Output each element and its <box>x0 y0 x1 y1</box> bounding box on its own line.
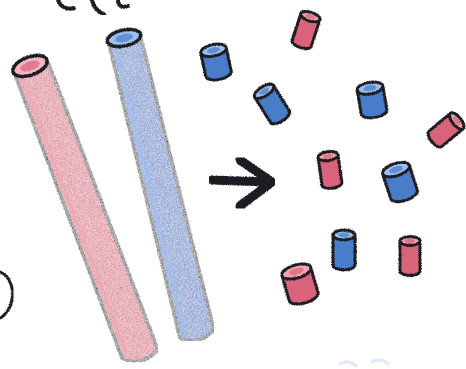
edge-doodle-top <box>56 0 130 16</box>
crayon-smudge <box>338 358 390 368</box>
tube-piece-blue <box>355 80 389 120</box>
tube-piece-red <box>426 111 466 149</box>
tube-piece-red <box>290 9 322 50</box>
tube-piece-blue <box>199 42 233 82</box>
tube-piece-blue <box>331 228 357 272</box>
right-arrow-icon <box>207 155 277 211</box>
tube-piece-red <box>398 235 422 277</box>
tube-piece-red <box>316 150 344 190</box>
tube-piece-blue <box>381 160 419 204</box>
tube-piece-blue <box>252 82 292 126</box>
long-tube-red <box>11 53 160 364</box>
small-pieces-group <box>199 9 466 306</box>
tube-piece-red <box>280 262 320 306</box>
edge-doodle-left <box>0 270 14 320</box>
long-tube-blue <box>105 27 216 343</box>
